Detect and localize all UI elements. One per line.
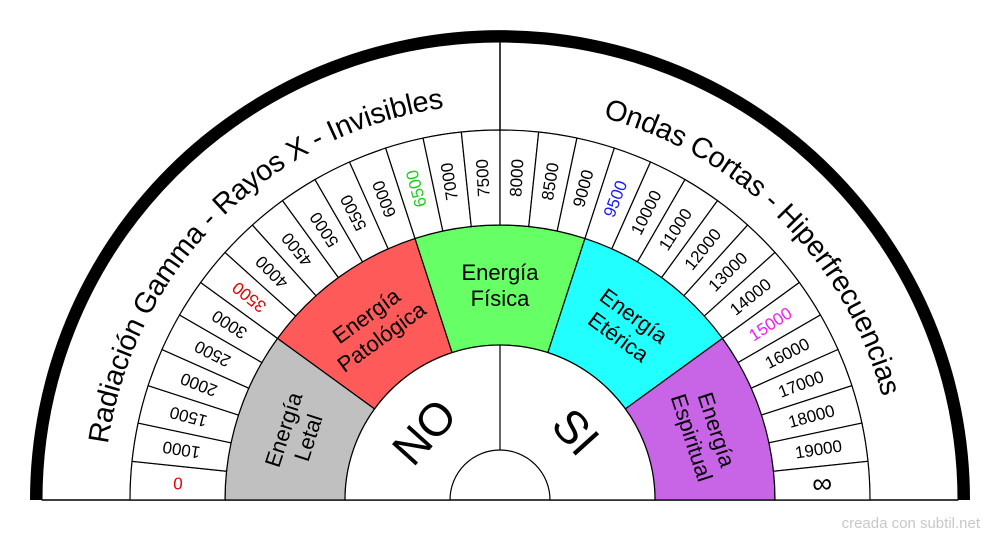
scale-tick-label: 8000 <box>506 159 527 198</box>
scale-tick-label: ∞ <box>811 467 833 499</box>
scale-tick-label: 7500 <box>473 159 494 198</box>
frequency-scale: 0100015002000250030003500400045005000550… <box>129 129 871 501</box>
scale-tick-label: 0 <box>173 473 183 492</box>
energy-sector-label-line: Física <box>471 286 530 311</box>
scale-cell <box>772 460 871 501</box>
energy-sector-label-line: Energía <box>461 260 539 285</box>
credit-text: creada con subtil.net <box>841 515 980 532</box>
